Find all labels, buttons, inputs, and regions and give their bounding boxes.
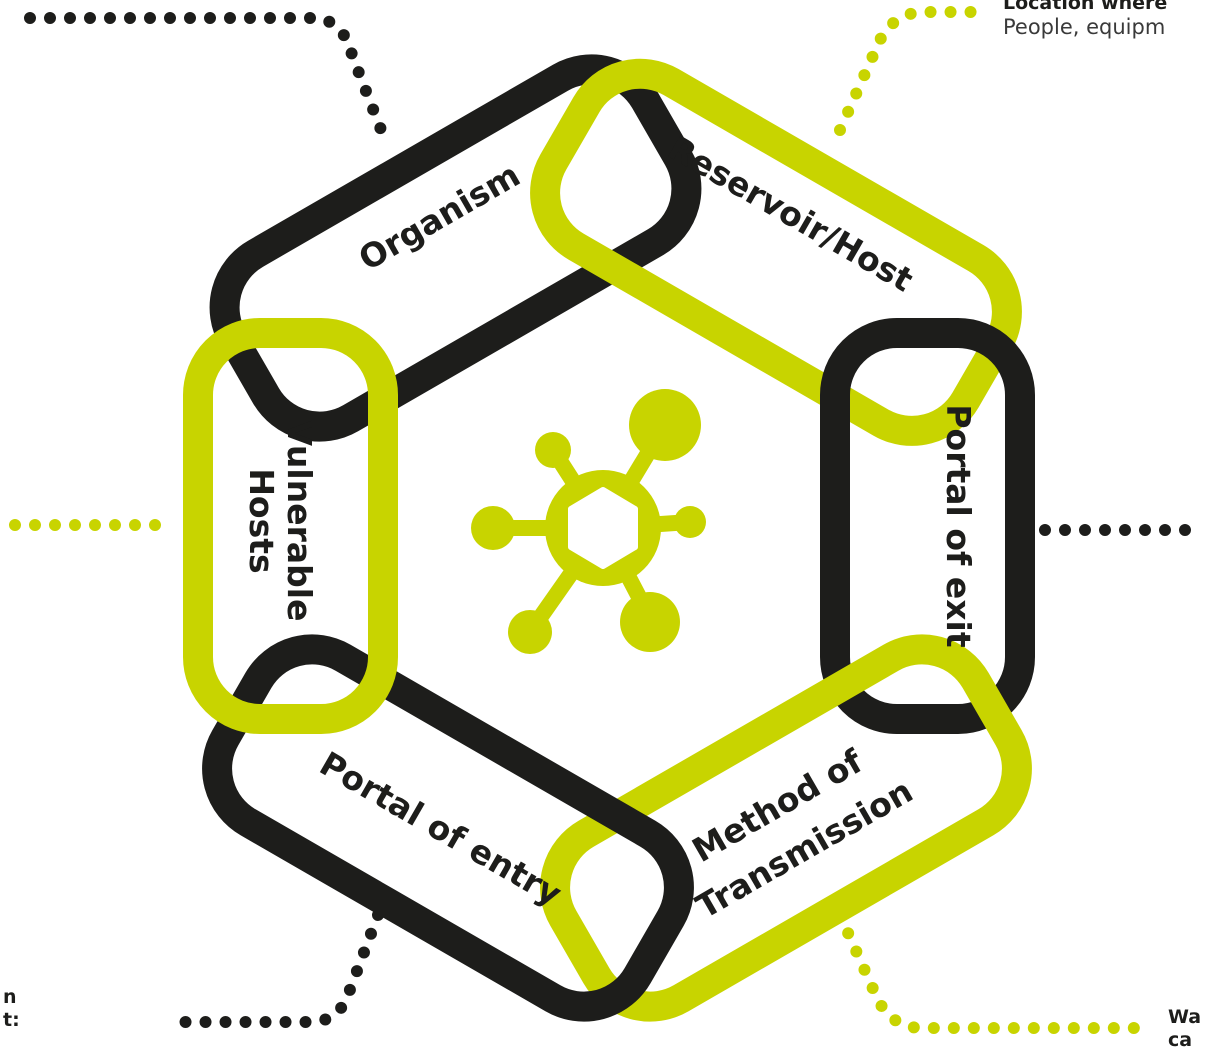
- edge-text-bottom-left: n t:: [3, 986, 20, 1032]
- label-portal-of-exit: Portal of exit: [939, 404, 978, 647]
- edge-text-top-right-regular: People, equipm: [1003, 14, 1166, 39]
- label-vulnerable-hosts-line1: Vulnerable: [280, 421, 319, 622]
- link-reservoir-host: [530, 58, 1022, 446]
- edge-text-top-right: Location where People, equipm: [1003, 0, 1167, 40]
- label-vulnerable-hosts-line2: Hosts: [242, 468, 281, 573]
- connector-transmission: [834, 909, 1146, 1034]
- connector-reservoir: [834, 6, 981, 136]
- edge-text-bottom-right-line2: ca: [1168, 1028, 1193, 1051]
- edge-text-bottom-left-line1: n: [3, 986, 17, 1008]
- link-vulnerable-hosts: [183, 318, 398, 734]
- edge-text-bottom-left-line2: t:: [3, 1008, 20, 1031]
- connector-lines: [9, 6, 1205, 1034]
- link-organism: [209, 54, 702, 442]
- virus-molecule-icon: [471, 389, 706, 654]
- edge-text-bottom-right-line1: Wa: [1168, 1006, 1202, 1028]
- edge-text-top-right-bold: Location where: [1003, 0, 1168, 14]
- connector-portal-of-entry: [174, 909, 384, 1028]
- connector-organism: [24, 12, 391, 146]
- link-method-of-transmission: [540, 634, 1032, 1022]
- link-portal-of-exit: [820, 318, 1035, 734]
- chain-links: [183, 54, 1035, 1022]
